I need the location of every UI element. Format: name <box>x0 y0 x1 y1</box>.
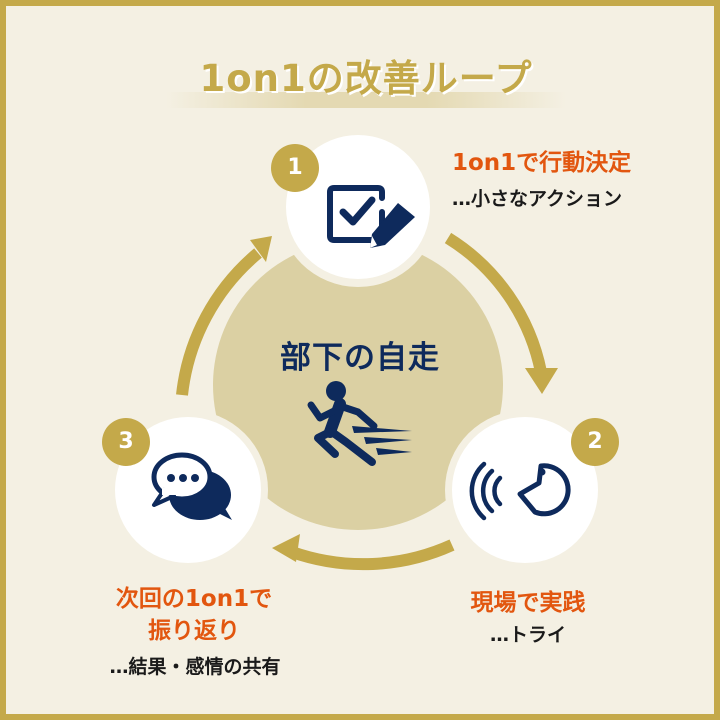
running-person-icon <box>307 381 412 466</box>
step-1-subtitle: …小さなアクション <box>452 188 623 210</box>
arrow-1-to-2 <box>444 232 558 394</box>
step-1-circle <box>286 135 430 279</box>
step-3-badge: 3 <box>102 418 150 466</box>
step-3-subtitle: …結果・感情の共有 <box>109 656 281 678</box>
center-circle <box>213 240 503 530</box>
speech-bubbles-icon <box>151 452 232 520</box>
step-1-badge: 1 <box>271 144 319 192</box>
step-3-title-line1: 次回の1on1で <box>115 586 273 612</box>
arrow-3-to-1 <box>176 236 272 396</box>
step-2-subtitle: …トライ <box>489 624 566 646</box>
arrow-2-to-3 <box>272 534 455 571</box>
checkbox-pencil-icon <box>327 185 415 248</box>
step-2-badge: 2 <box>571 418 619 466</box>
diagram-title: 1on1の改善ループ <box>199 57 533 100</box>
title-underline-band <box>166 92 566 108</box>
speaking-face-icon <box>469 461 571 521</box>
title-area: 1on1の改善ループ <box>6 44 720 108</box>
step-2-title: 現場で実践 <box>470 590 586 616</box>
step-3-title-line2: 振り返り <box>148 618 240 644</box>
step-1-title: 1on1で行動決定 <box>452 150 632 176</box>
center-title: 部下の自走 <box>280 340 440 376</box>
